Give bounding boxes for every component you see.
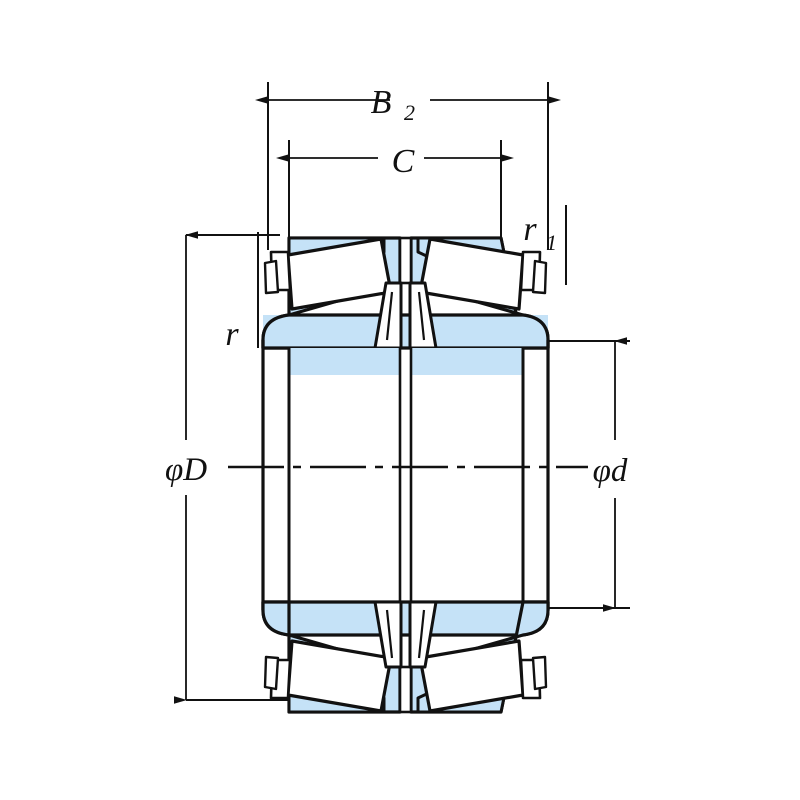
cage-flange-lower-right	[531, 655, 548, 691]
phi-d-outer-label: φD	[165, 452, 207, 488]
bearing-lower-half	[261, 600, 550, 714]
b2-label-subscript: 2	[404, 100, 415, 125]
center-rib-lower-left-detail	[385, 609, 394, 659]
center-rib-lower-right	[408, 600, 438, 669]
b2-label: B	[371, 84, 392, 121]
center-spacer-upper	[398, 236, 413, 285]
r1-label-subscript: 1	[546, 230, 557, 255]
r1-label: r	[523, 211, 537, 248]
cage-flange-upper-left	[263, 259, 280, 295]
center-spacer-lower	[398, 665, 413, 714]
bore-band-upper-left-fill	[289, 348, 400, 375]
phi-d-inner-label: φd	[593, 453, 628, 489]
bearing-upper-half	[261, 236, 550, 375]
roller-lower-right	[418, 639, 525, 713]
bearing-ring-body	[261, 340, 550, 610]
dimension-c	[276, 140, 514, 250]
c-label: C	[392, 143, 415, 180]
dimension-b2	[255, 82, 561, 250]
outer-ring-outline-upper	[261, 313, 550, 350]
roller-upper-right	[418, 237, 525, 311]
cage-flange-upper-right	[531, 259, 548, 295]
dimension-phi-d-inner	[540, 337, 630, 612]
outer-ring-outline-lower	[261, 600, 550, 637]
center-rib-upper-right-detail	[417, 291, 426, 341]
center-rib-lower-left	[373, 600, 403, 669]
center-rib-lower-right-detail	[417, 609, 426, 659]
bore-band-upper-right-fill	[411, 348, 523, 375]
cage-flange-lower-left	[263, 655, 280, 691]
r-label: r	[225, 316, 239, 353]
center-rib-upper-left-detail	[385, 291, 394, 341]
